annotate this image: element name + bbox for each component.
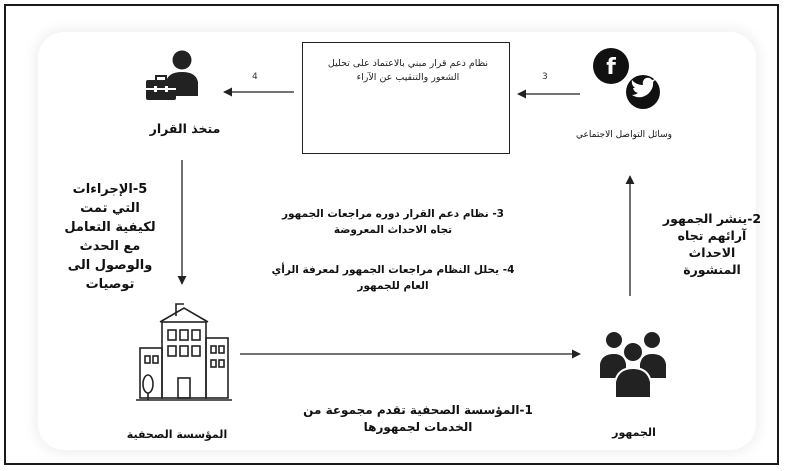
step-3-text: 3- نظام دعم القرار دوره مراجعات الجمهور … xyxy=(282,208,504,236)
dss-box-text: نظام دعم قرار مبني بالاعتماد على تحليل ا… xyxy=(327,58,489,83)
twitter-icon xyxy=(626,75,660,109)
people-group-icon xyxy=(600,332,666,399)
edge-number-3: 3 xyxy=(542,72,548,82)
building-icon xyxy=(136,303,232,401)
step-2-text: 2-ينشر الجمهور آرائهم تجاه الاحداث المنش… xyxy=(662,211,762,277)
decision-maker-label: متخذ القرار xyxy=(149,121,221,136)
person-briefcase-icon xyxy=(146,50,198,100)
public-label: الجمهور xyxy=(612,426,656,439)
edge-number-4: 4 xyxy=(252,72,258,82)
step-5-text: 5-الإجراءات التي تمت لكيفية التعامل مع ا… xyxy=(64,182,156,292)
step-1-text: 1-المؤسسة الصحفية تقدم مجموعة من الخدمات… xyxy=(303,403,533,434)
step-4-text: 4- يحلل النظام مراجعات الجمهور لمعرفة ال… xyxy=(271,264,515,292)
svg-text:f: f xyxy=(606,55,616,80)
dss-box: نظام دعم قرار مبني بالاعتماد على تحليل ا… xyxy=(302,42,510,154)
facebook-icon: f xyxy=(593,48,629,84)
social-media-label: وسائل التواصل الاجتماعي xyxy=(576,130,672,140)
press-institution-label: المؤسسة الصحفية xyxy=(126,428,228,441)
